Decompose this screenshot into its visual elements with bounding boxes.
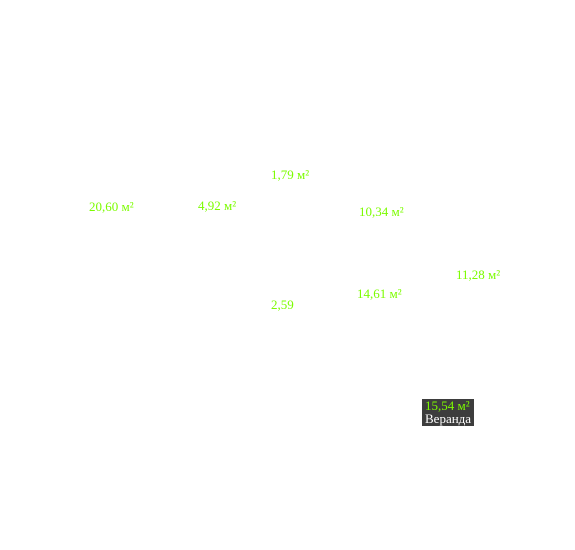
room-area-label-3[interactable]: 4,92 м²: [198, 198, 237, 213]
highlighted-room-name: Веранда: [425, 411, 472, 426]
room-area-label-2[interactable]: 20,60 м²: [89, 199, 134, 214]
room-area-label-7[interactable]: 2,59: [271, 297, 294, 312]
room-area-label-4[interactable]: 10,34 м²: [359, 204, 404, 219]
room-area-label-6[interactable]: 14,61 м²: [357, 286, 402, 301]
room-area-label-5[interactable]: 11,28 м²: [456, 267, 501, 282]
highlighted-room-area: 15,54 м²: [425, 398, 470, 413]
room-area-label-1[interactable]: 1,79 м²: [271, 167, 310, 182]
highlighted-room-tooltip[interactable]: 15,54 м² Веранда: [422, 398, 475, 426]
